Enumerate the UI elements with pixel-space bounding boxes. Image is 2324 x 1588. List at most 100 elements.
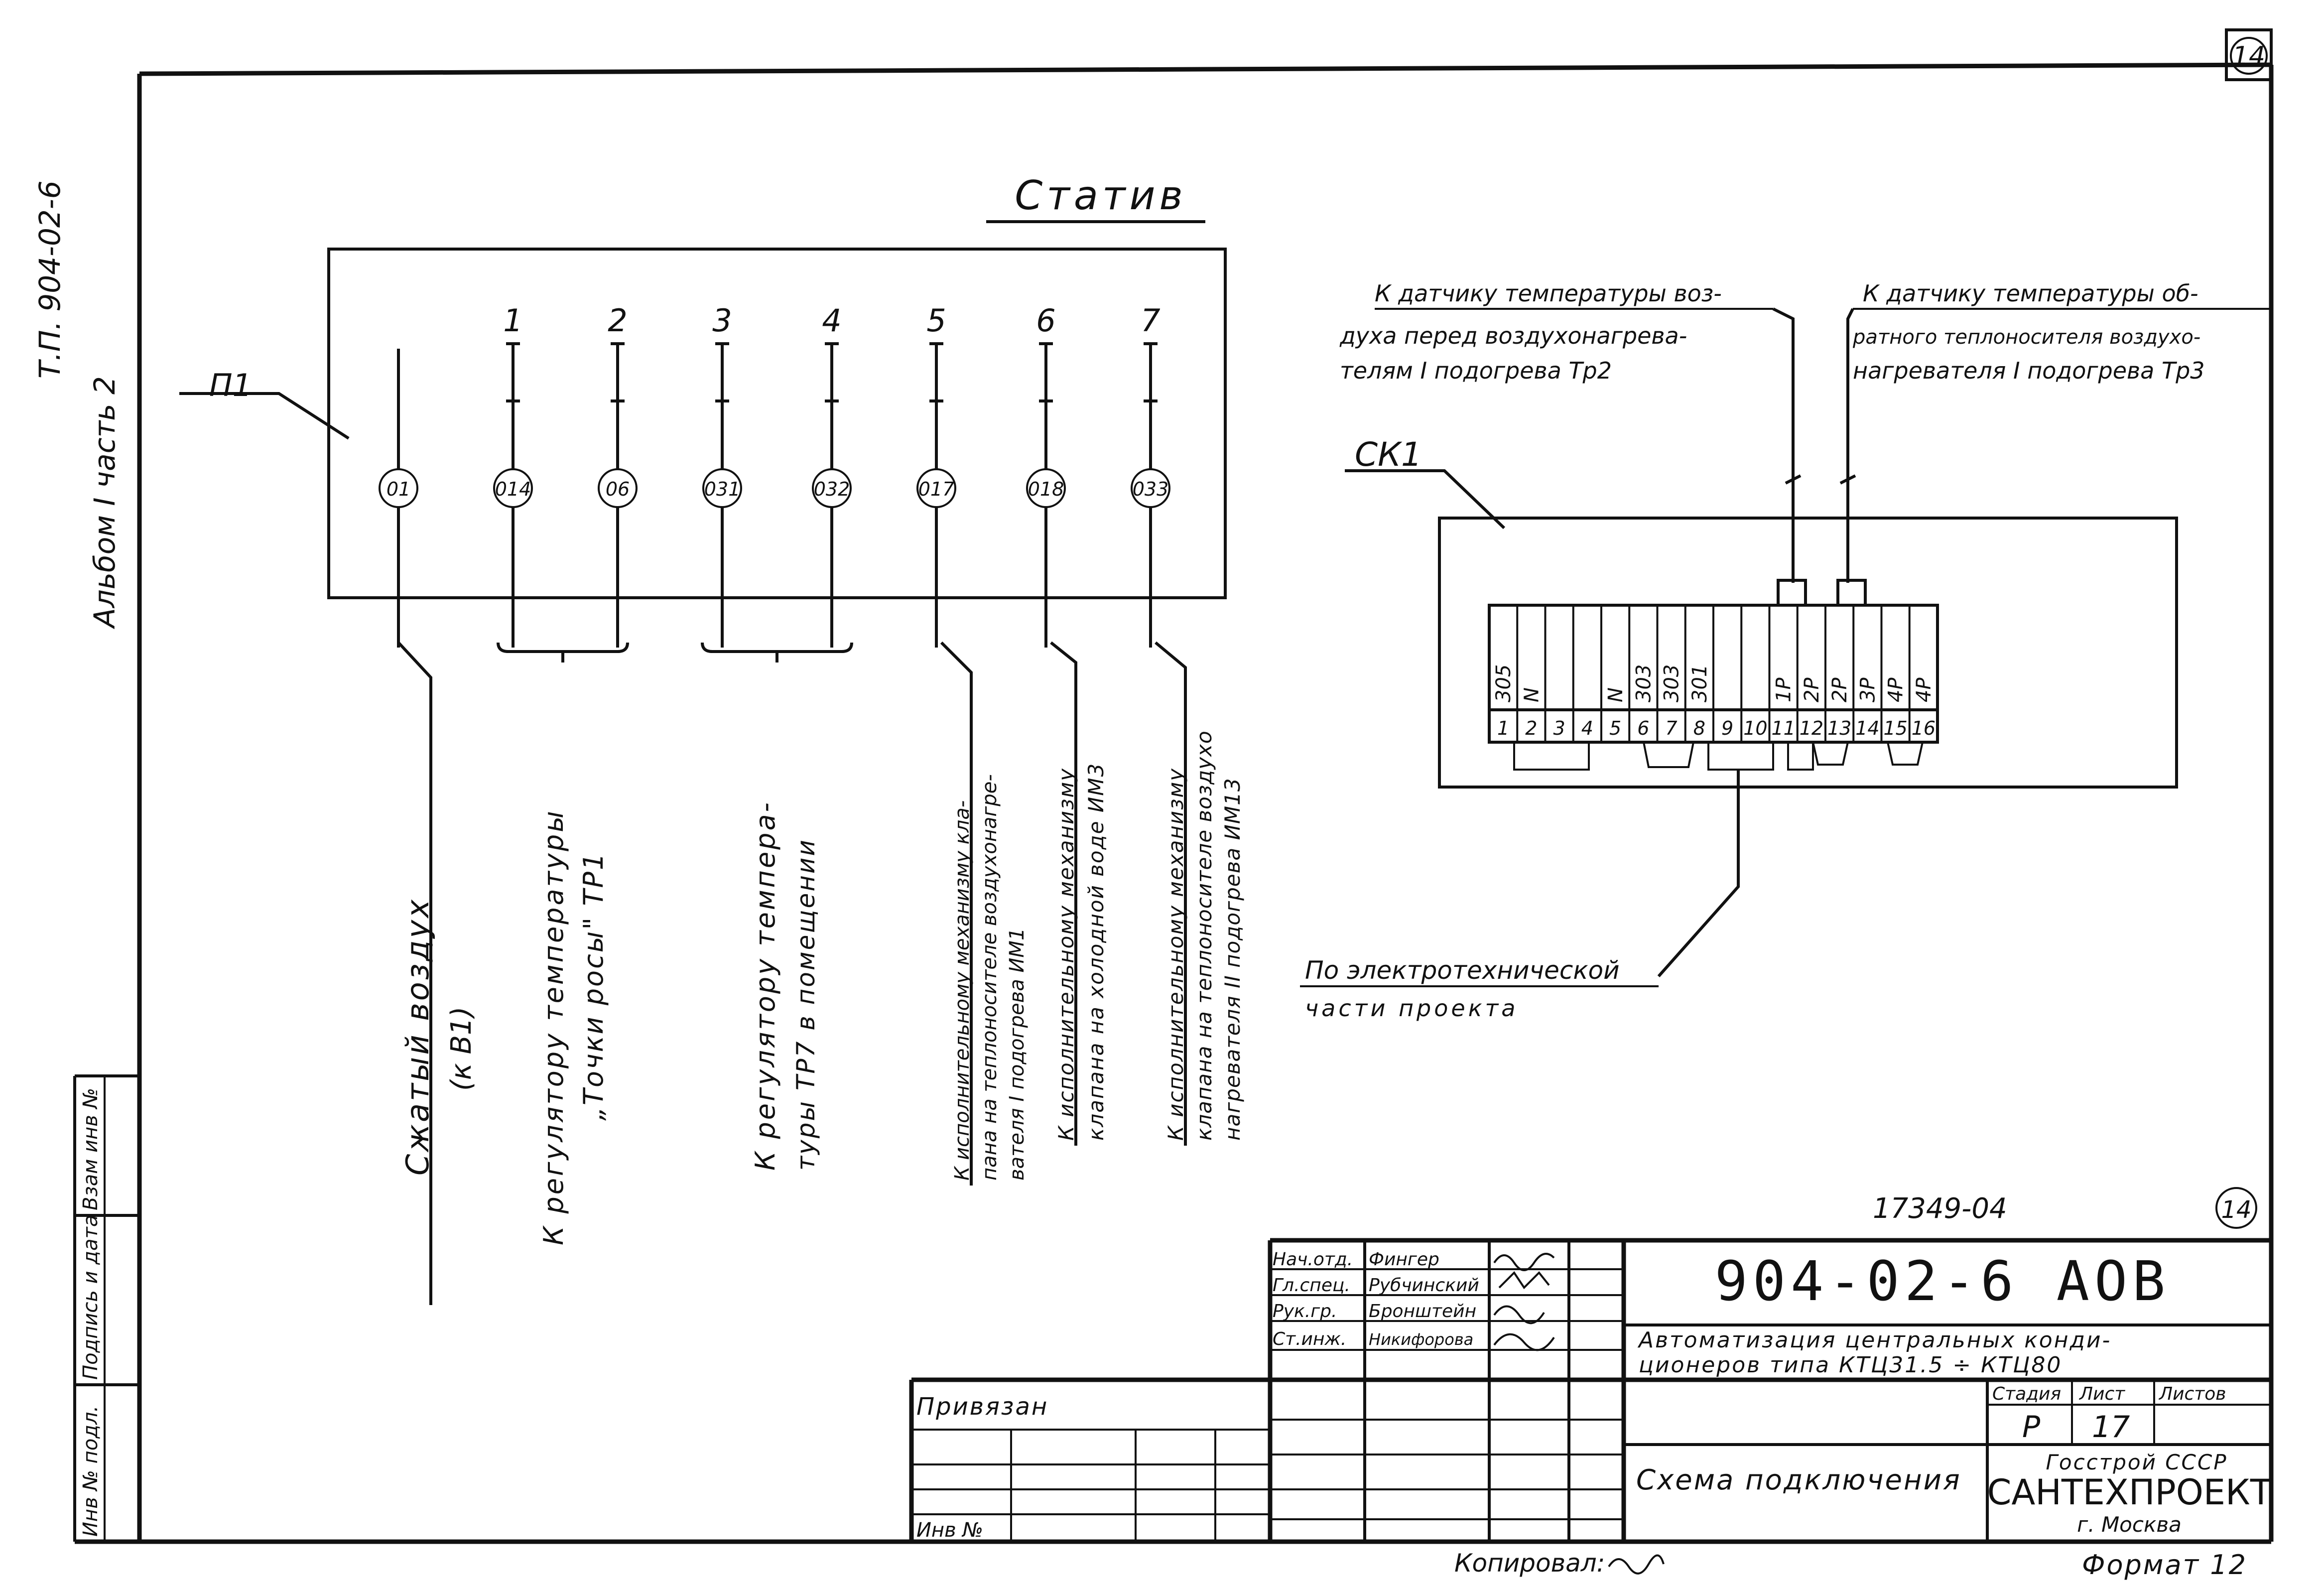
terminal-number: 7 xyxy=(1666,717,1678,739)
dest-6-line2: клапана на холодной воде ИМ3 xyxy=(1084,763,1108,1141)
terminal-wire: 305 xyxy=(1492,664,1515,702)
sheets-header: Листов xyxy=(2158,1384,2226,1404)
junction-box xyxy=(1438,517,2178,789)
page-number-box: 14 xyxy=(2225,28,2273,81)
dest-5-line1: К исполнительному механизму кла- xyxy=(951,800,974,1181)
column-number: 6 xyxy=(1036,302,1055,339)
stand-column-6: 018 6 xyxy=(1026,302,1066,648)
terminal-wire: 4Р xyxy=(1913,677,1936,702)
dest-7-line3: нагревателя II подогрева ИМ13 xyxy=(1220,778,1245,1141)
stage-value: Р xyxy=(2022,1410,2041,1445)
inv-label: Инв № xyxy=(916,1519,983,1542)
role-0: Нач.отд. xyxy=(1273,1249,1353,1270)
dest-line-5 xyxy=(940,641,973,1186)
stand-column-1: 014 1 xyxy=(493,302,533,648)
column-number: 3 xyxy=(712,302,732,339)
dest-34-line1: К регулятору темпера- xyxy=(750,800,781,1171)
doc-number: 904-02-6 АОВ xyxy=(1715,1249,2171,1313)
stand-column-3: 031 3 xyxy=(702,302,742,648)
terminal-number: 12 xyxy=(1800,717,1823,739)
copied-signature xyxy=(1608,1554,1665,1575)
dest-12-line2: „Точки росы" ТР1 xyxy=(578,852,609,1121)
org-line2: САНТЕХПРОЕКТ xyxy=(1987,1472,2272,1513)
sensor2-line1: К датчику температуры об- xyxy=(1863,280,2198,307)
column-code: 031 xyxy=(704,478,741,500)
reg-number: 17349-04 xyxy=(1873,1192,2007,1225)
column-number: 1 xyxy=(503,302,522,339)
sheet-frame xyxy=(75,62,2274,1544)
sensor1-line1: К датчику температуры воз- xyxy=(1375,280,1722,307)
stand-column-0: 01 xyxy=(379,349,418,648)
terminal-wire: 2Р xyxy=(1801,677,1823,702)
sensor2-wire xyxy=(1846,308,1854,583)
terminal-wire: N xyxy=(1520,687,1543,702)
terminal-number: 5 xyxy=(1609,717,1621,739)
side-vzam-inv: Взам инв № xyxy=(79,1088,102,1210)
column-code: 018 xyxy=(1028,478,1064,500)
dest-line-01 xyxy=(397,641,432,1305)
dest-5-line3: вателя I подогрева ИМ1 xyxy=(1006,928,1029,1181)
sensor1-line3: телям I подогрева Тр2 xyxy=(1340,357,1612,384)
terminal-number: 13 xyxy=(1827,717,1851,739)
column-number: 4 xyxy=(822,302,841,339)
elec-line1: По электротехнической xyxy=(1305,956,1620,985)
terminal-wire: 2Р xyxy=(1828,677,1851,702)
corner-number: 14 xyxy=(2221,1196,2251,1224)
name-1: Рубчинский xyxy=(1369,1275,1479,1296)
margin-doc-code: Т.П. 904-02-6 xyxy=(33,180,67,379)
panel-label: П1 xyxy=(209,367,252,403)
column-code: 014 xyxy=(495,478,531,500)
terminal-number: 15 xyxy=(1883,717,1907,739)
column-code: 01 xyxy=(387,478,410,500)
terminal-wire: 303 xyxy=(1632,664,1655,702)
sensor1-wire xyxy=(1772,307,1795,583)
sheet-value: 17 xyxy=(2092,1410,2130,1445)
org-line3: г. Москва xyxy=(2077,1512,2182,1537)
dest-line-6 xyxy=(1050,641,1077,1146)
terminal-jumpers xyxy=(1513,742,1924,771)
dest-12-line1: К регулятору температуры xyxy=(538,809,569,1245)
dest-34-line2: туры ТР7 в помещении xyxy=(791,838,820,1171)
title-line1: Автоматизация центральных конди- xyxy=(1637,1327,2111,1353)
margin-album: Альбом I часть 2 xyxy=(88,376,122,630)
sensor1-line2: духа перед воздухонагрева- xyxy=(1339,322,1687,349)
dest-01-line1: Сжатый воздух xyxy=(399,898,436,1176)
terminal-wire: 4Р xyxy=(1885,677,1908,702)
name-3: Никифорова xyxy=(1369,1330,1473,1349)
terminal-number: 16 xyxy=(1912,717,1936,739)
box-label: СК1 xyxy=(1355,435,1422,474)
terminal-number: 11 xyxy=(1771,717,1795,739)
elec-line2: части проекта xyxy=(1305,995,1518,1022)
panel-leader xyxy=(179,392,350,440)
terminal-number: 10 xyxy=(1743,717,1767,739)
box-leader xyxy=(1345,469,1506,529)
column-number: 2 xyxy=(608,302,627,339)
dest-6-line1: К исполнительному механизму xyxy=(1054,768,1078,1141)
terminal-wire: 1Р xyxy=(1773,677,1796,702)
sheet-header: Лист xyxy=(2078,1384,2125,1404)
terminal-wire: N xyxy=(1604,687,1627,702)
brace-3-4 xyxy=(701,642,853,653)
terminal-number: 1 xyxy=(1497,717,1509,739)
stand-title: Статив xyxy=(1015,172,1186,219)
signatures xyxy=(1493,1253,1555,1351)
dest-line-7 xyxy=(1155,641,1187,1146)
format-label: Формат 12 xyxy=(2082,1549,2247,1581)
column-code: 06 xyxy=(606,478,630,500)
terminal-number: 6 xyxy=(1637,717,1649,739)
terminal-number: 8 xyxy=(1693,717,1705,739)
dest-01-line2: (к В1) xyxy=(445,1007,478,1091)
role-2: Рук.гр. xyxy=(1273,1301,1337,1322)
stand-column-2: 06 2 xyxy=(598,302,638,648)
dest-7-line2: клапана на теплоносителе воздухо xyxy=(1192,730,1216,1141)
dest-5-line2: пана на теплоносителе воздухонагре- xyxy=(978,774,1001,1181)
terminal-number: 14 xyxy=(1855,717,1879,739)
role-1: Гл.спец. xyxy=(1273,1275,1350,1296)
sensor2-line3: нагревателя I подогрева Тр3 xyxy=(1853,357,2205,384)
